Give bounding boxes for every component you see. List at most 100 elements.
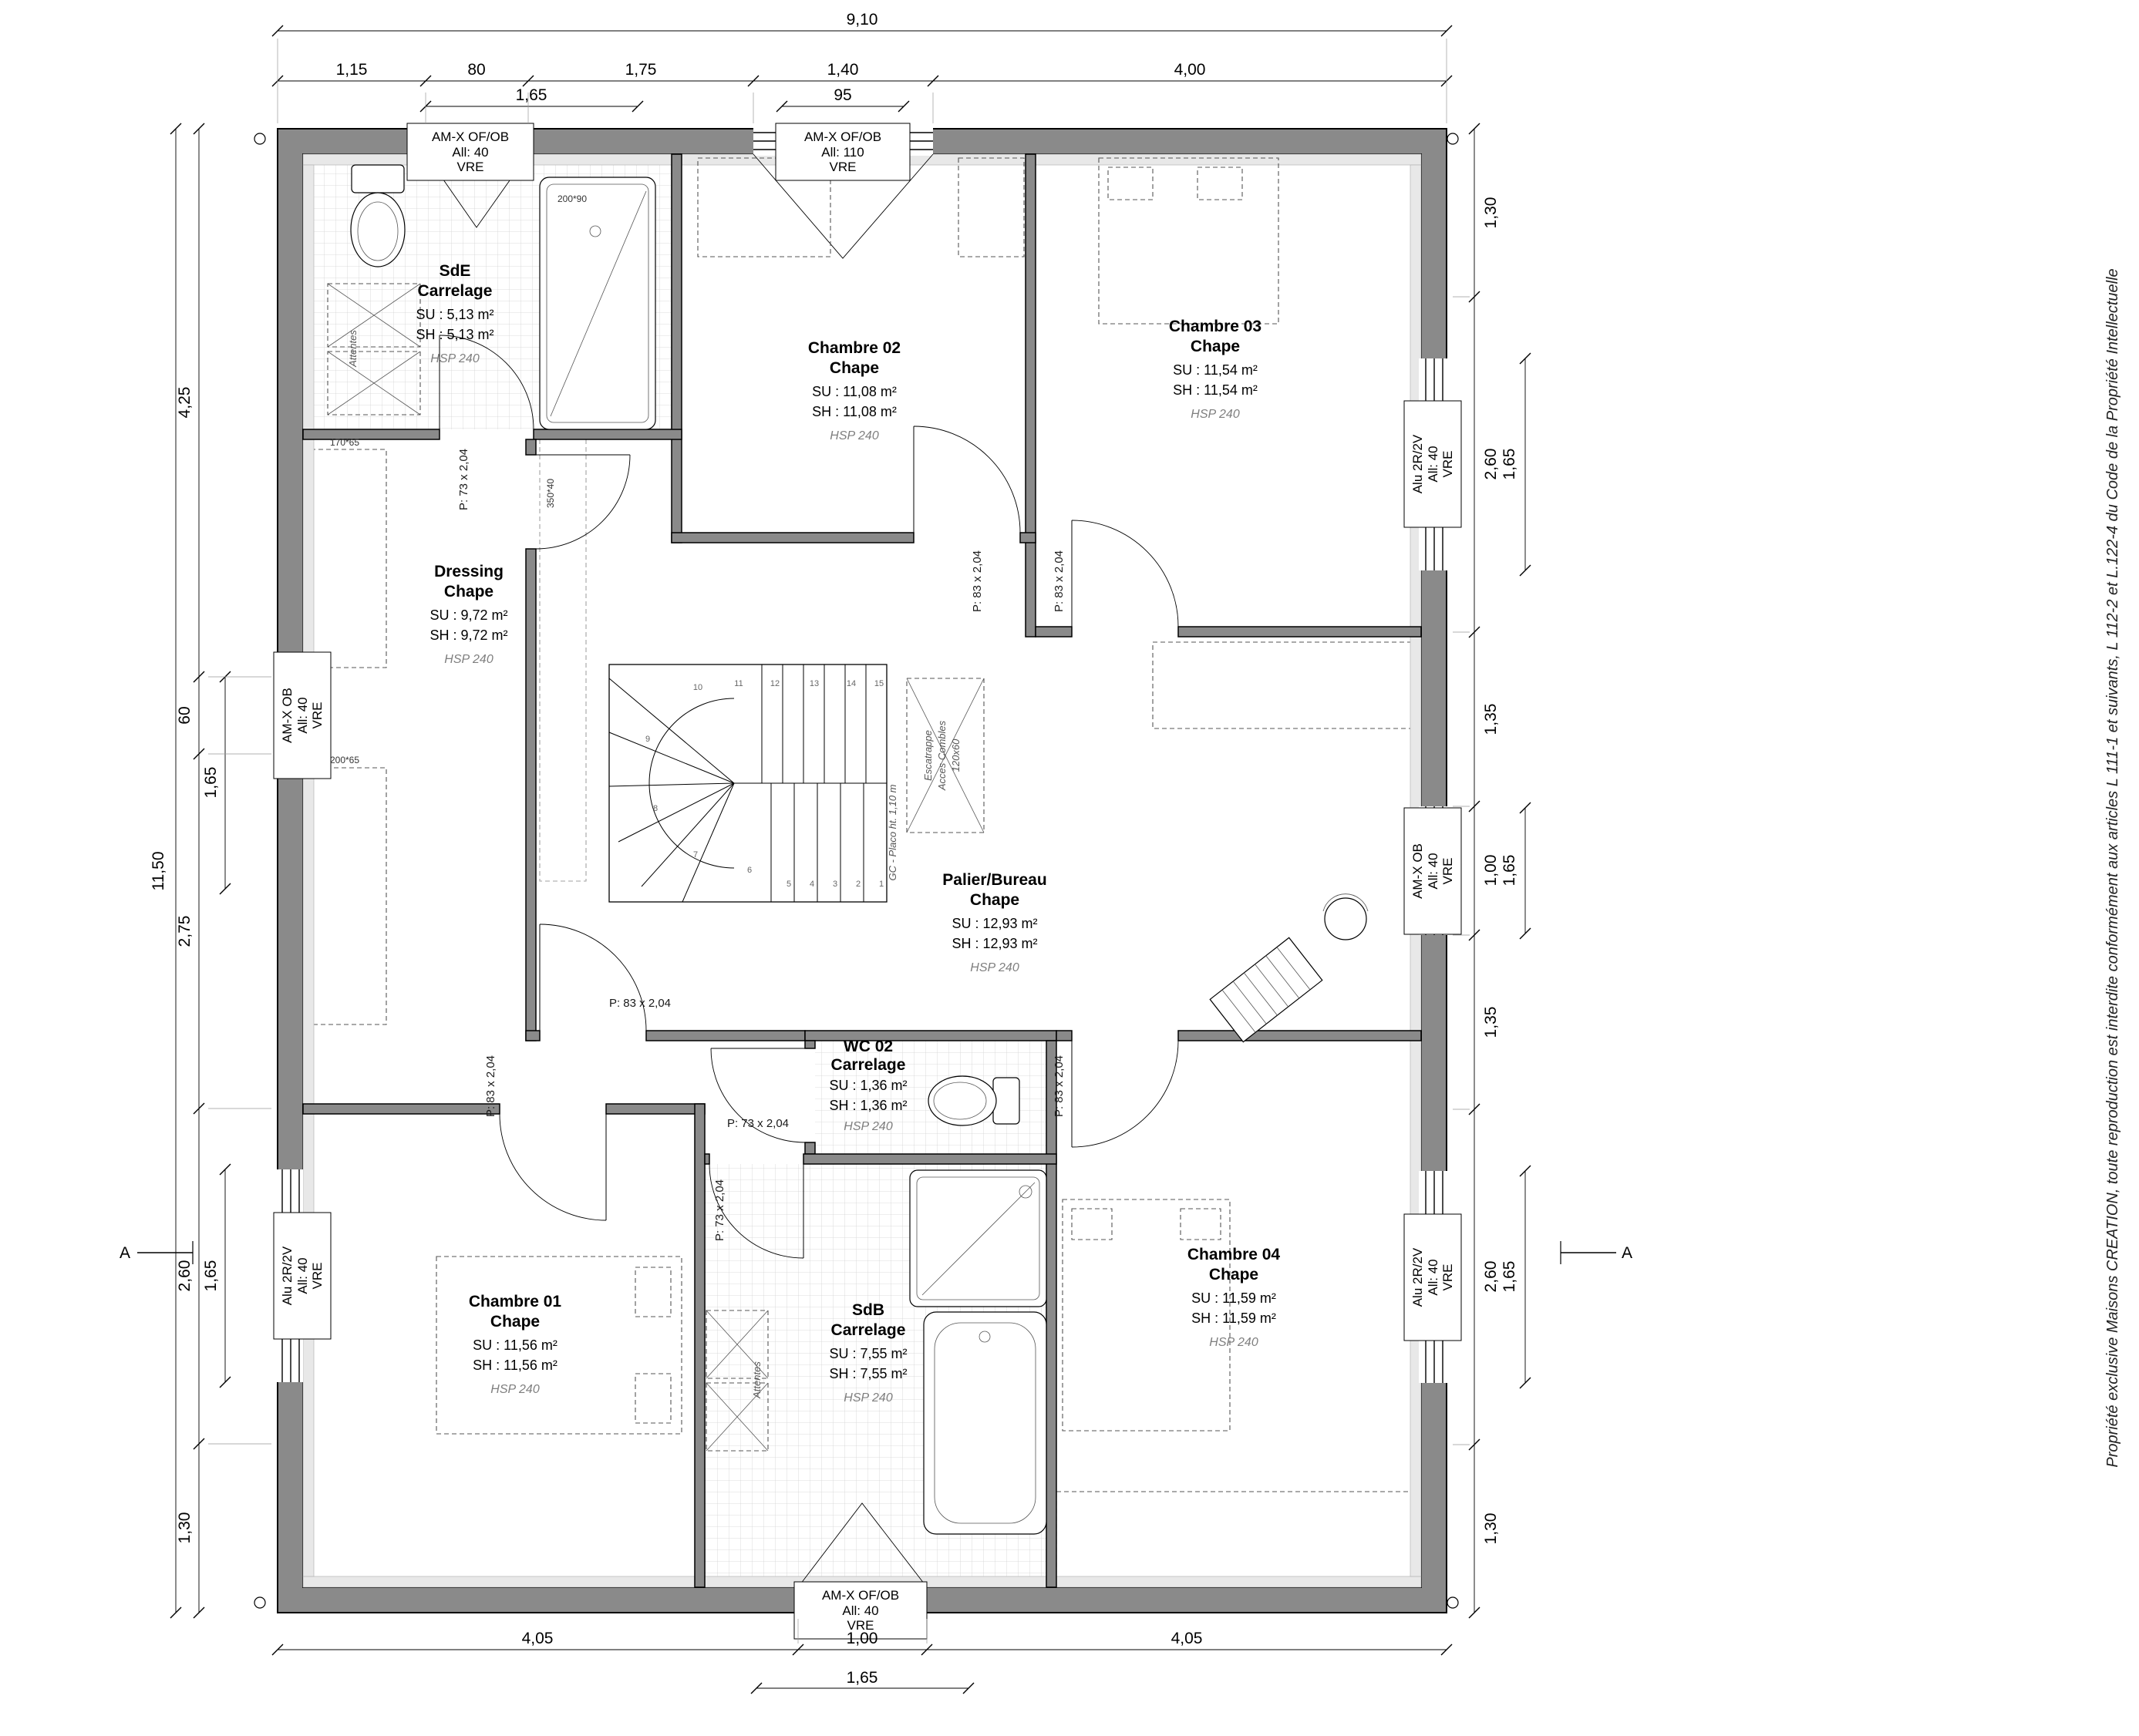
room-label-palier: Palier/Bureau Chape SU : 12,93 m² SH : 1…: [942, 871, 1046, 974]
room-labels: SdE Carrelage SU : 5,13 m² SH : 5,13 m² …: [416, 262, 1280, 1405]
svg-text:4,00: 4,00: [1174, 61, 1206, 79]
svg-text:Chape: Chape: [970, 891, 1019, 909]
door-ch04: [1071, 1040, 1179, 1148]
niche-170x65: [302, 449, 387, 668]
svg-text:2,60: 2,60: [176, 1260, 194, 1292]
attentes-sdb: [706, 1310, 769, 1452]
svg-text:Alu 2R/2V: Alu 2R/2V: [1410, 434, 1425, 493]
desk-and-chair: [1209, 893, 1369, 1043]
door-label-wc02: P: 73 x 2,04: [727, 1117, 789, 1130]
svg-text:VRE: VRE: [1440, 1264, 1455, 1291]
window-label-top-left: AM-X OF/OB All: 40 VRE: [406, 123, 534, 181]
svg-text:Chambre 01: Chambre 01: [469, 1293, 562, 1310]
wardrobes-ch02: [697, 157, 1025, 257]
section-marker-left: A: [120, 1244, 130, 1262]
svg-text:All: 40: All: 40: [1426, 853, 1440, 889]
svg-text:AM-X OF/OB: AM-X OF/OB: [822, 1588, 899, 1603]
svg-text:1: 1: [879, 880, 884, 889]
door-dressing: [535, 454, 631, 550]
room-label-sde: SdE Carrelage SU : 5,13 m² SH : 5,13 m² …: [416, 262, 493, 365]
svg-text:95: 95: [834, 86, 851, 104]
svg-text:1,65: 1,65: [202, 767, 220, 799]
svg-text:HSP 240: HSP 240: [844, 1391, 893, 1405]
svg-text:VRE: VRE: [310, 1263, 325, 1290]
svg-text:SU : 1,36 m²: SU : 1,36 m²: [829, 1078, 907, 1093]
svg-text:SH : 12,93 m²: SH : 12,93 m²: [952, 936, 1037, 951]
svg-text:1,65: 1,65: [847, 1669, 878, 1687]
svg-text:1,35: 1,35: [1482, 704, 1500, 735]
niche-200x65: [302, 767, 387, 1025]
svg-text:13: 13: [810, 679, 819, 688]
svg-text:Chape: Chape: [490, 1313, 540, 1331]
svg-text:All: 40: All: 40: [842, 1603, 878, 1618]
fixtures: [350, 164, 1369, 1535]
svg-text:SH : 11,54 m²: SH : 11,54 m²: [1173, 382, 1258, 398]
section-markers: A A: [120, 1241, 1632, 1264]
svg-text:Chape: Chape: [444, 583, 493, 601]
svg-text:2,60: 2,60: [1482, 449, 1500, 480]
door-ch03: [1071, 520, 1179, 627]
svg-text:Alu 2R/2V: Alu 2R/2V: [1410, 1247, 1425, 1307]
svg-text:1,65: 1,65: [202, 1260, 220, 1292]
svg-text:1,65: 1,65: [1501, 1261, 1518, 1293]
svg-text:HSP 240: HSP 240: [844, 1120, 893, 1133]
svg-text:Acces Combles: Acces Combles: [936, 720, 948, 791]
shower-sdb: [909, 1169, 1047, 1307]
svg-text:1,30: 1,30: [1482, 1513, 1500, 1545]
svg-text:Chambre 03: Chambre 03: [1169, 318, 1262, 335]
svg-text:HSP 240: HSP 240: [444, 653, 493, 666]
svg-text:SH : 11,59 m²: SH : 11,59 m²: [1191, 1310, 1276, 1326]
svg-text:HSP 240: HSP 240: [490, 1383, 540, 1396]
door-label-palier: P: 83 x 2,04: [609, 997, 671, 1010]
svg-text:VRE: VRE: [1440, 858, 1455, 885]
svg-text:Chambre 04: Chambre 04: [1187, 1246, 1281, 1263]
svg-text:AM-X OF/OB: AM-X OF/OB: [432, 130, 509, 144]
svg-text:2,60: 2,60: [1482, 1261, 1500, 1293]
svg-text:Palier/Bureau: Palier/Bureau: [942, 871, 1046, 889]
svg-text:SdB: SdB: [852, 1301, 884, 1319]
door-sde: [439, 335, 534, 430]
door-label-ch01: P: 83 x 2,04: [484, 1055, 497, 1117]
svg-text:All: 40: All: 40: [452, 145, 488, 160]
door-ch01: [499, 1113, 607, 1221]
svg-text:4,05: 4,05: [1171, 1630, 1203, 1647]
room-label-dressing: Dressing Chape SU : 9,72 m² SH : 9,72 m²…: [429, 563, 507, 666]
svg-text:Chape: Chape: [1209, 1266, 1258, 1283]
svg-text:VRE: VRE: [1440, 451, 1455, 478]
svg-text:AM-X OB: AM-X OB: [1410, 843, 1425, 899]
svg-text:15: 15: [874, 679, 884, 688]
svg-text:SU : 11,59 m²: SU : 11,59 m²: [1191, 1290, 1276, 1306]
dimension-lines: [170, 25, 1531, 1694]
svg-text:7: 7: [693, 850, 698, 860]
svg-text:5: 5: [787, 880, 791, 889]
copyright-notice: Propriété exclusive Maisons CREATION, to…: [2104, 268, 2121, 1467]
svg-text:Escatrappe: Escatrappe: [922, 730, 934, 781]
svg-text:11: 11: [734, 679, 743, 688]
svg-text:All: 40: All: 40: [1426, 1259, 1440, 1295]
svg-text:All: 40: All: 40: [1426, 446, 1440, 482]
svg-text:SH : 1,36 m²: SH : 1,36 m²: [829, 1098, 907, 1113]
section-marker-right: A: [1622, 1244, 1632, 1262]
svg-text:Carrelage: Carrelage: [831, 1321, 906, 1339]
svg-text:SU : 12,93 m²: SU : 12,93 m²: [952, 916, 1037, 931]
window-label-left-middle: AM-X OB All: 40 VRE: [273, 651, 332, 779]
bed-ch04: [1062, 1199, 1231, 1432]
svg-text:1,75: 1,75: [625, 61, 657, 79]
door-label-ch03: P: 83 x 2,04: [1053, 550, 1066, 612]
attentes-sde: [327, 283, 421, 415]
door-label-sde: P: 73 x 2,04: [457, 449, 470, 510]
svg-text:6: 6: [747, 866, 752, 875]
door-ch02: [913, 426, 1021, 533]
room-label-sdb: SdB Carrelage SU : 7,55 m² SH : 7,55 m² …: [829, 1301, 907, 1405]
svg-text:SU : 11,08 m²: SU : 11,08 m²: [812, 384, 897, 399]
dimension-texts: 9,10 1,15 80 1,75 1,40 4,00 1,65 95 11,5…: [150, 11, 1518, 1687]
svg-text:Chape: Chape: [1191, 338, 1240, 355]
attic-hatch-label: Escatrappe Acces Combles 120x60: [922, 720, 962, 791]
svg-text:80: 80: [467, 61, 485, 79]
room-label-ch03: Chambre 03 Chape SU : 11,54 m² SH : 11,5…: [1169, 318, 1262, 421]
svg-text:All: 110: All: 110: [821, 145, 864, 160]
svg-text:All: 40: All: 40: [295, 1257, 310, 1294]
window-label-left-lower: Alu 2R/2V All: 40 VRE: [273, 1212, 332, 1340]
interior-walls: [302, 153, 1422, 1588]
